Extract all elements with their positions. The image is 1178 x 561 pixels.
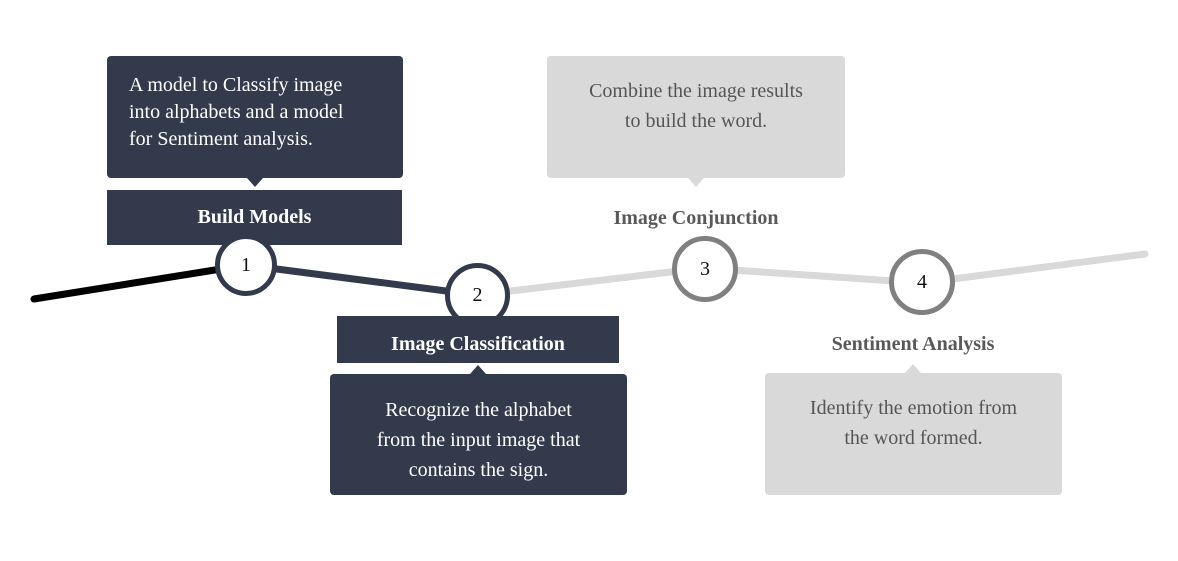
step-2-description-line: from the input image that xyxy=(376,429,581,451)
step-4-description-line: Identify the emotion from xyxy=(809,397,1018,419)
step-1-description-line: A model to Classify image xyxy=(129,74,343,96)
step-4-pointer xyxy=(905,364,921,373)
step-3-title: Image Conjunction xyxy=(613,207,779,229)
step-1-node: 1 xyxy=(215,234,277,296)
step-4-description-line: the word formed. xyxy=(844,427,983,449)
step-3-description-line: Combine the image results xyxy=(589,80,803,102)
connector-1-2 xyxy=(242,261,481,299)
connector-2-3 xyxy=(473,264,708,299)
step-2-number: 2 xyxy=(472,284,483,306)
step-3-pointer xyxy=(688,178,704,187)
step-3-description-line: to build the word. xyxy=(624,110,768,132)
step-1-number: 1 xyxy=(241,254,251,276)
step-4-description: Identify the emotion from the word forme… xyxy=(765,373,1062,495)
step-1-pointer xyxy=(247,178,263,187)
lead-line-segment xyxy=(30,261,250,303)
step-1-description-line: for Sentiment analysis. xyxy=(129,128,313,150)
step-1-description: A model to Classify image into alphabets… xyxy=(107,56,403,178)
step-2-description: Recognize the alphabet from the input im… xyxy=(330,374,627,495)
trailing-line-segment xyxy=(918,250,1149,287)
step-2-description-line: contains the sign. xyxy=(408,459,549,481)
step-3-number: 3 xyxy=(700,258,710,280)
step-4-node: 4 xyxy=(889,249,955,315)
step-4-title: Sentiment Analysis xyxy=(831,333,995,355)
step-1-description-line: into alphabets and a model xyxy=(129,101,344,123)
step-2-pointer xyxy=(470,365,486,374)
step-3-description: Combine the image results to build the w… xyxy=(547,56,845,178)
step-4-number: 4 xyxy=(917,271,927,293)
step-3-node: 3 xyxy=(672,236,738,302)
step-2-title: Image Classification xyxy=(337,316,619,363)
connector-3-4 xyxy=(700,264,926,287)
step-2-description-line: Recognize the alphabet xyxy=(385,399,572,421)
